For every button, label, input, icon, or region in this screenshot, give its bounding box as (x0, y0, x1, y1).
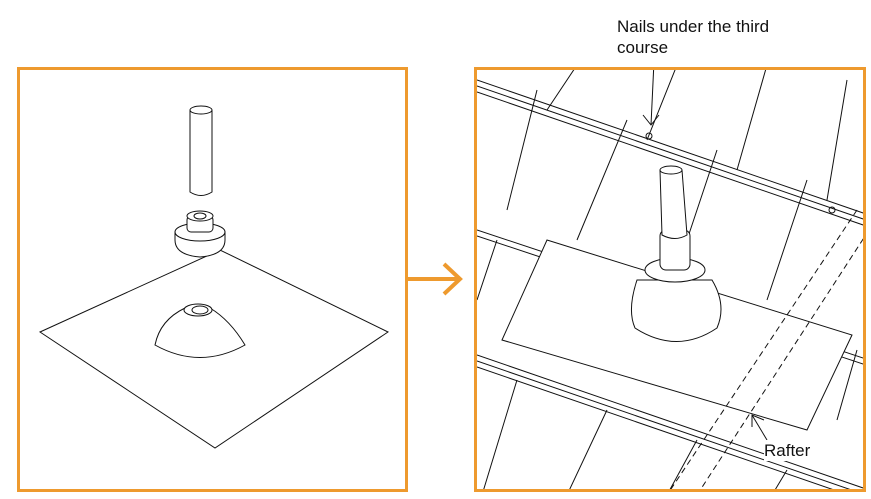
roof-installation-drawing (477, 70, 863, 489)
before-panel (17, 67, 408, 492)
boot (631, 279, 722, 342)
after-panel (474, 67, 866, 492)
flashing-exploded-drawing (38, 105, 389, 449)
nails-label-line1: Nails under the third (617, 17, 770, 36)
nails-pointer-arrow (642, 70, 660, 126)
flashing-cone (154, 307, 246, 358)
nails-label: Nails under the third course (617, 16, 769, 58)
rafter-pointer-arrow (751, 414, 768, 441)
rafter-dashed-lines (670, 209, 863, 489)
rafter-label: Rafter (764, 440, 811, 461)
pipe (659, 169, 688, 239)
pipe (189, 110, 213, 196)
nails-label-line2: course (617, 38, 669, 57)
